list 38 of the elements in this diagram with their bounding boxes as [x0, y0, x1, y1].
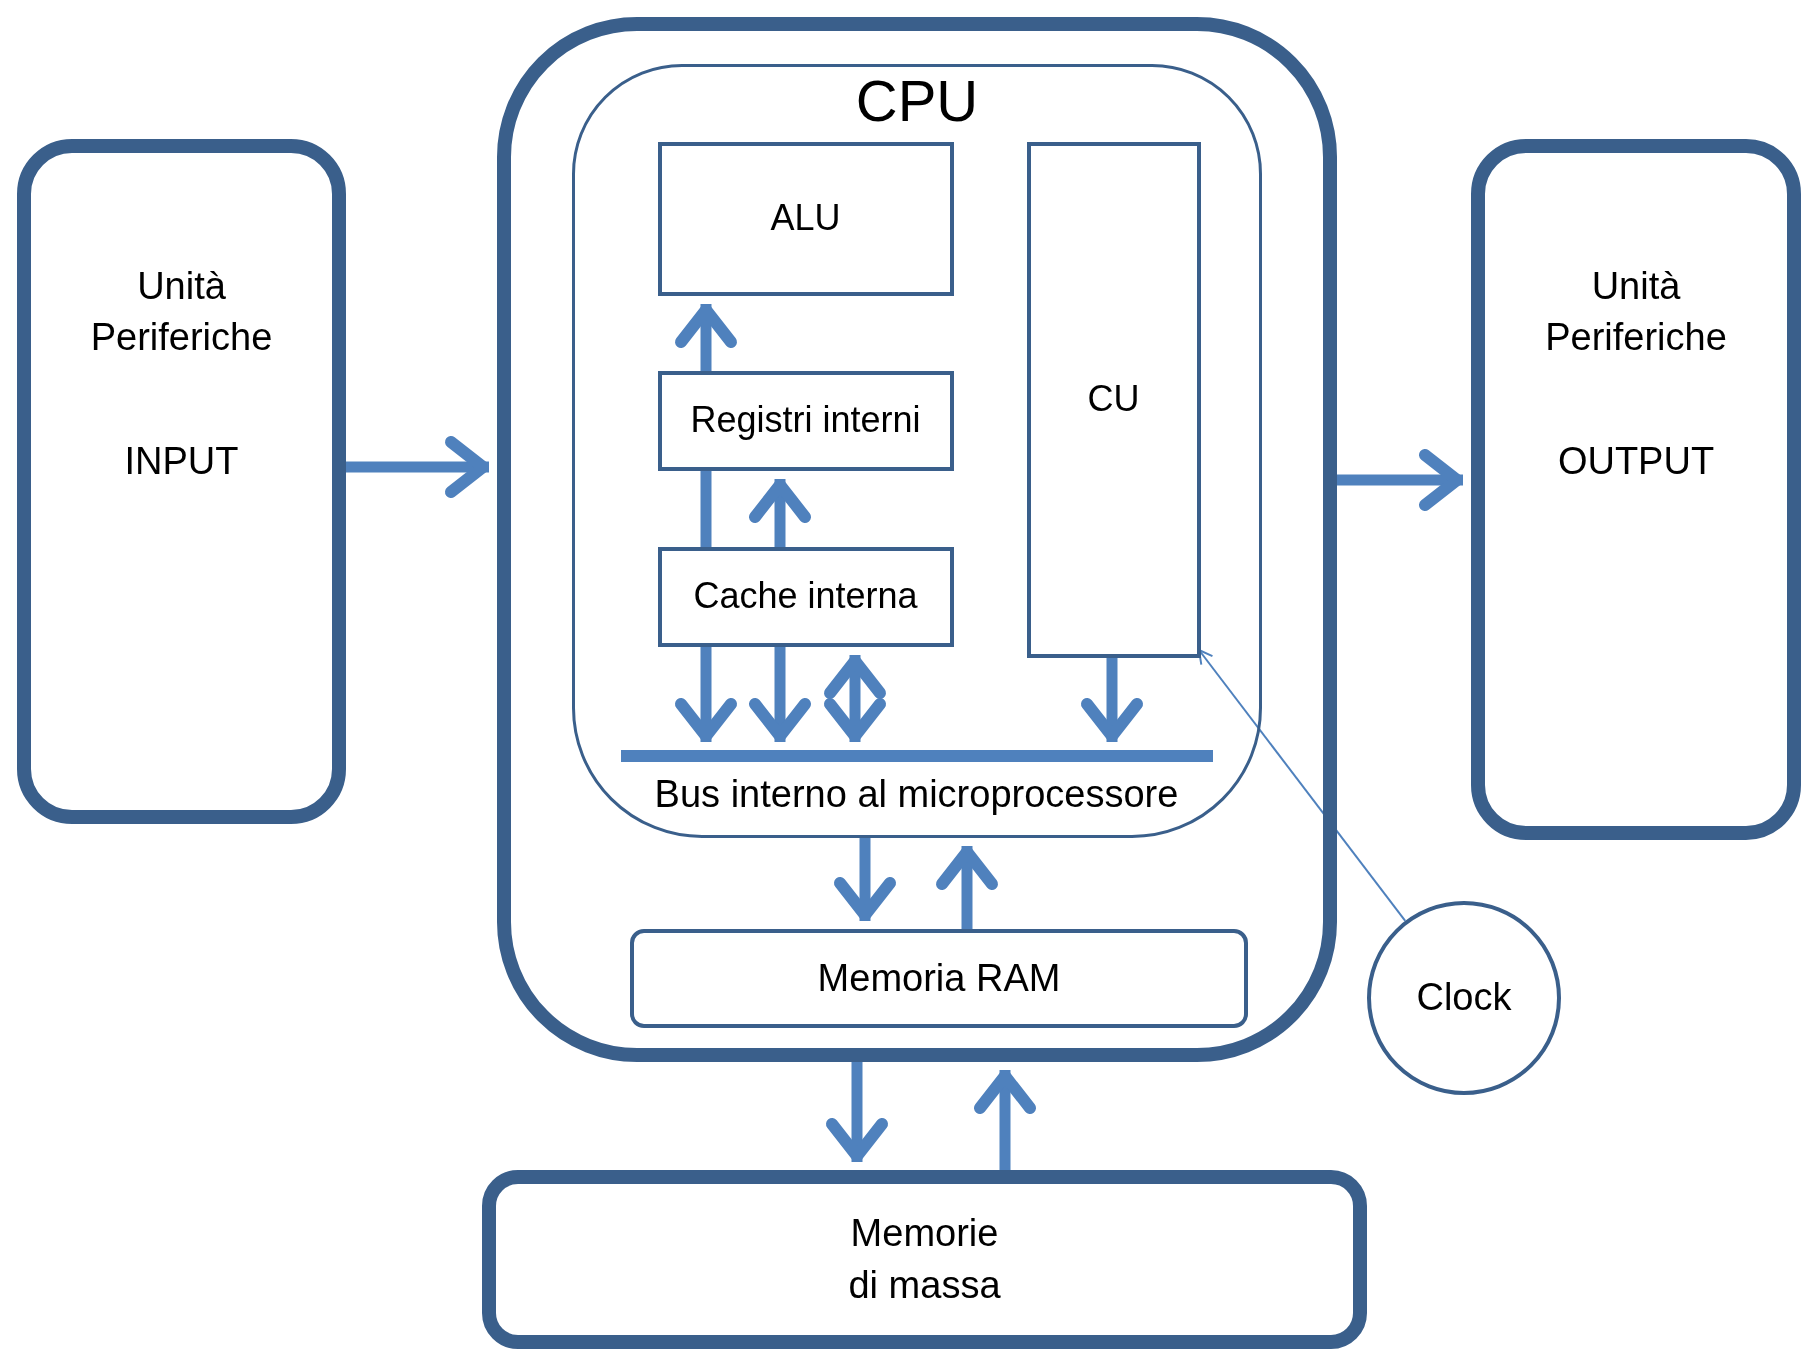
arrow [1337, 449, 1463, 511]
arrow [974, 1070, 1036, 1170]
process-box [1026, 141, 1201, 658]
process-box [657, 370, 954, 471]
node-label: Cache interna [693, 574, 918, 619]
arrow [749, 479, 811, 547]
node-label: CU [1087, 377, 1140, 422]
process-box [657, 546, 954, 647]
node-label: OUTPUT [1556, 438, 1716, 484]
arrow [824, 655, 886, 742]
node-label: CPU [855, 71, 979, 132]
arrow [675, 304, 737, 371]
node-label: INPUT [123, 438, 240, 484]
arrow [826, 1062, 888, 1162]
arrow [749, 647, 811, 742]
node-label: Registri interni [690, 398, 921, 443]
node-label: Memoria RAM [817, 955, 1061, 1001]
arrow [936, 846, 998, 929]
connector-line [700, 471, 712, 547]
process-box [657, 141, 954, 296]
rounded-panel [572, 64, 1262, 838]
arrow [1081, 658, 1143, 742]
node-label: Unità Periferiche [1544, 264, 1728, 361]
rounded-panel [497, 17, 1337, 1062]
node-label: Bus interno al microprocessore [654, 771, 1179, 817]
arrow [834, 838, 896, 921]
node-label: Unità Periferiche [89, 264, 274, 361]
rounded-panel [17, 139, 346, 824]
node-label: Clock [1416, 975, 1512, 1021]
node-label: ALU [770, 196, 841, 241]
rounded-panel [482, 1170, 1367, 1349]
arrow [346, 436, 489, 498]
arrow [1198, 649, 1407, 922]
rounded-box [630, 929, 1248, 1028]
arrow [675, 647, 737, 742]
node-label: Memorie di massa [847, 1211, 1002, 1308]
rounded-panel [1471, 139, 1801, 840]
circle-node [1367, 901, 1561, 1095]
